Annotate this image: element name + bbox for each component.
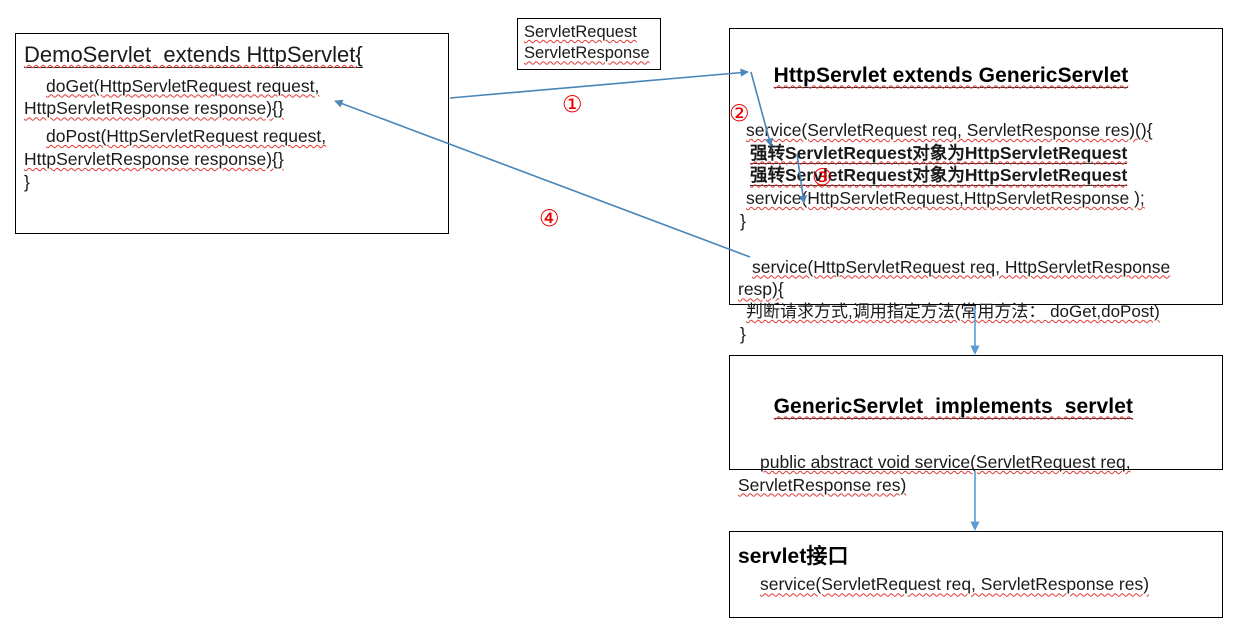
step-marker-1: ① bbox=[562, 92, 583, 118]
http-servlet-line-2: 强转ServletRequest对象为HttpServletRequest bbox=[750, 142, 1128, 164]
step-marker-3: ③ bbox=[812, 165, 833, 191]
http-servlet-line-7: resp){ bbox=[738, 279, 784, 300]
servlet-interface-header: servlet接口 bbox=[738, 545, 849, 568]
generic-servlet-header: GenericServlet implements servlet bbox=[773, 395, 1134, 420]
step-marker-2: ② bbox=[729, 101, 750, 127]
box-servlet-types[interactable]: ServletRequest ServletResponse bbox=[517, 18, 661, 70]
arrow-step-1 bbox=[449, 68, 749, 99]
generic-servlet-line-1: public abstract void service(ServletRequ… bbox=[760, 451, 1131, 472]
http-servlet-header: HttpServlet extends GenericServlet bbox=[773, 64, 1129, 89]
http-servlet-line-4: service(HttpServletRequest,HttpServletRe… bbox=[746, 188, 1145, 209]
demo-servlet-line-5: } bbox=[24, 171, 30, 192]
box-demo-servlet[interactable]: DemoServlet extends HttpServlet{ doGet(H… bbox=[15, 33, 449, 234]
servlet-types-line-2: ServletResponse bbox=[524, 44, 650, 63]
http-servlet-line-5: } bbox=[740, 210, 746, 231]
demo-servlet-header: DemoServlet extends HttpServlet{ bbox=[24, 41, 440, 70]
http-servlet-line-9: } bbox=[740, 324, 746, 345]
demo-servlet-line-3: doPost(HttpServletRequest request, bbox=[46, 126, 327, 147]
demo-servlet-header-text: DemoServlet extends HttpServlet{ bbox=[24, 42, 363, 68]
demo-servlet-line-2: HttpServletResponse response){} bbox=[24, 98, 284, 119]
http-servlet-line-6: service(HttpServletRequest req, HttpServ… bbox=[752, 256, 1171, 277]
box-http-servlet[interactable]: HttpServlet extends GenericServlet servi… bbox=[729, 28, 1223, 344]
http-servlet-line-1: service(ServletRequest req, ServletRespo… bbox=[746, 119, 1153, 140]
http-servlet-line-8: 判断请求方式,调用指定方法(常用方法： doGet,doPost) bbox=[746, 302, 1160, 322]
servlet-types-line-1: ServletRequest bbox=[524, 23, 637, 41]
step-marker-4: ④ bbox=[539, 206, 560, 232]
box-servlet-interface[interactable]: servlet接口 service(ServletRequest req, Se… bbox=[729, 531, 1223, 618]
http-servlet-line-3: 强转ServletRequest对象为HttpServletRequest bbox=[750, 165, 1128, 187]
generic-servlet-line-2: ServletResponse res) bbox=[738, 474, 907, 495]
demo-servlet-line-1: doGet(HttpServletRequest request, bbox=[46, 75, 320, 96]
box-generic-servlet[interactable]: GenericServlet implements servlet public… bbox=[729, 355, 1223, 495]
servlet-interface-line-1: service(ServletRequest req, ServletRespo… bbox=[760, 574, 1150, 595]
demo-servlet-line-4: HttpServletResponse response){} bbox=[24, 148, 284, 169]
